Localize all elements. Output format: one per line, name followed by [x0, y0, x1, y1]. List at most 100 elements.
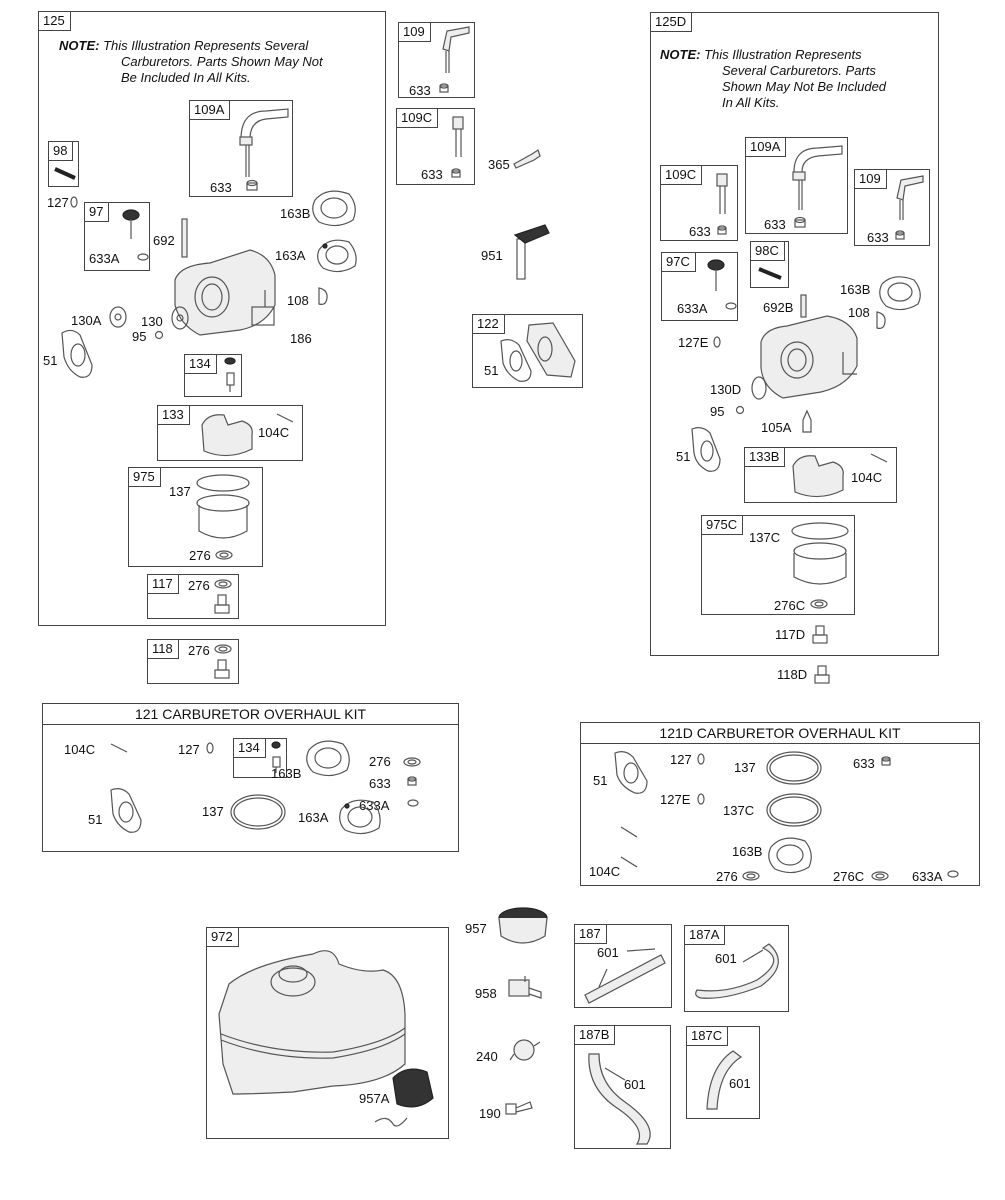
- subassembly-134[interactable]: 134: [233, 738, 287, 778]
- part-label-692b[interactable]: 692B: [763, 300, 794, 315]
- part-label-104c: 104C: [589, 864, 621, 879]
- subassembly-98c[interactable]: 98C: [750, 241, 789, 288]
- part-label-957[interactable]: 957: [465, 921, 487, 936]
- part-label-108[interactable]: 108: [848, 305, 870, 320]
- subassembly-109a[interactable]: 109A 633: [189, 100, 293, 197]
- note-line: Several Carburetors. Parts: [722, 63, 876, 78]
- part-label: 51: [484, 363, 499, 378]
- subassembly-117[interactable]: 117 276: [147, 574, 239, 619]
- sub-tag: 122: [473, 315, 505, 334]
- kit-121d[interactable]: 121D CARBURETOR OVERHAUL KIT 51 127 137 …: [580, 722, 980, 886]
- panel-tag: 125: [39, 12, 71, 31]
- subassembly-109a-d[interactable]: 109A 633: [745, 137, 848, 234]
- part-label-692[interactable]: 692: [153, 233, 175, 248]
- o-ring-137-icon: [230, 794, 286, 830]
- subassembly-97c[interactable]: 97C 633A: [661, 252, 738, 321]
- screw-icon: [758, 267, 782, 280]
- sub-tag: 975: [129, 468, 161, 487]
- part-label: 601: [715, 951, 737, 966]
- seal-icon: [451, 168, 461, 178]
- subassembly-122[interactable]: 122 51: [472, 314, 583, 388]
- subassembly-134[interactable]: 134: [184, 354, 242, 397]
- part-label-951[interactable]: 951: [481, 248, 503, 263]
- gasket-51-icon: [61, 329, 93, 378]
- part-label-163b[interactable]: 163B: [840, 282, 871, 297]
- part-label: 104C: [258, 425, 290, 440]
- part-label-240[interactable]: 240: [476, 1049, 498, 1064]
- subassembly-187c[interactable]: 187C 601: [686, 1026, 760, 1119]
- subassembly-109c[interactable]: 109C 633: [396, 108, 475, 185]
- part-label: 633: [409, 83, 431, 98]
- part-label-117d[interactable]: 117D: [775, 627, 806, 642]
- gasket-51-icon: [500, 339, 532, 382]
- bowl-nut-icon: [812, 625, 828, 644]
- part-label-186[interactable]: 186: [290, 331, 312, 346]
- part-label-51[interactable]: 51: [676, 449, 691, 464]
- part-label-127: 127: [670, 752, 692, 767]
- part-label-51: 51: [593, 773, 608, 788]
- seal-icon: [717, 225, 727, 235]
- part-label-127e[interactable]: 127E: [678, 335, 709, 350]
- subassembly-118[interactable]: 118 276: [147, 639, 239, 684]
- sub-tag: 109C: [661, 166, 703, 185]
- part-label-130a[interactable]: 130A: [71, 313, 102, 328]
- float-icon: [201, 414, 253, 457]
- part-label-105a[interactable]: 105A: [761, 420, 792, 435]
- subassembly-187[interactable]: 187 601: [574, 924, 672, 1008]
- part-label: 601: [597, 945, 619, 960]
- subassembly-187b[interactable]: 187B 601: [574, 1025, 671, 1149]
- part-label: 276: [188, 643, 210, 658]
- pin-icon: [870, 453, 888, 463]
- part-label-276: 276: [716, 869, 738, 884]
- kit-121[interactable]: 121 CARBURETOR OVERHAUL KIT 104C 127 134…: [42, 703, 459, 852]
- subassembly-133b[interactable]: 133B 104C: [744, 447, 897, 503]
- part-label-365[interactable]: 365: [488, 157, 510, 172]
- subassembly-133[interactable]: 133 104C: [157, 405, 303, 461]
- sub-tag: 109A: [746, 138, 787, 157]
- part-label-118d[interactable]: 118D: [777, 667, 808, 682]
- subassembly-975c[interactable]: 975C 137C 276C: [701, 515, 855, 615]
- choke-lever-icon: [792, 145, 843, 210]
- subassembly-187a[interactable]: 187A 601: [684, 925, 789, 1012]
- sub-tag: 97C: [662, 253, 696, 272]
- part-label-95[interactable]: 95: [710, 404, 725, 419]
- part-label-163b[interactable]: 163B: [280, 206, 311, 221]
- pin-icon: [276, 413, 294, 423]
- part-label-137: 137: [202, 804, 224, 819]
- part-label-190[interactable]: 190: [479, 1106, 501, 1121]
- subassembly-109c-d[interactable]: 109C 633: [660, 165, 738, 241]
- part-label-163a[interactable]: 163A: [275, 248, 306, 263]
- o-ring-icon: [206, 742, 214, 754]
- washer-icon: [407, 799, 419, 807]
- subassembly-972[interactable]: 972 957A: [206, 927, 449, 1139]
- o-ring-icon: [697, 753, 705, 765]
- gasket-51-icon: [614, 751, 648, 794]
- part-label-51[interactable]: 51: [43, 353, 58, 368]
- part-label-95[interactable]: 95: [132, 329, 147, 344]
- subassembly-109[interactable]: 109 633: [398, 22, 475, 98]
- part-label-130[interactable]: 130: [141, 314, 163, 329]
- screw-365-icon: [513, 149, 541, 169]
- sub-tag: 118: [148, 640, 179, 659]
- bowl-nut-icon: [214, 594, 230, 614]
- fuel-hose-icon: [695, 943, 779, 999]
- needle-valve-icon: [271, 741, 281, 773]
- part-label-958[interactable]: 958: [475, 986, 497, 1001]
- sub-tag: 187A: [685, 926, 726, 945]
- needle-valve-icon: [224, 357, 236, 392]
- diaphragm-130a-icon: [109, 306, 127, 328]
- subassembly-975[interactable]: 975 137 276: [128, 467, 263, 567]
- primer-951-icon: [513, 224, 550, 280]
- part-label-130d[interactable]: 130D: [710, 382, 742, 397]
- fuel-hose-icon: [584, 948, 666, 1004]
- subassembly-97[interactable]: 97 633A: [84, 202, 150, 271]
- subassembly-109-d[interactable]: 109 633: [854, 169, 930, 246]
- subassembly-98[interactable]: 98: [48, 141, 79, 187]
- part-label-276: 276: [369, 754, 391, 769]
- part-label-127[interactable]: 127: [47, 195, 69, 210]
- bowl-nut-icon: [814, 665, 830, 684]
- kit-title: 121D CARBURETOR OVERHAUL KIT: [581, 723, 979, 744]
- gasket-163a-icon: [317, 239, 357, 273]
- part-label-108[interactable]: 108: [287, 293, 309, 308]
- needle-105a-icon: [802, 409, 812, 433]
